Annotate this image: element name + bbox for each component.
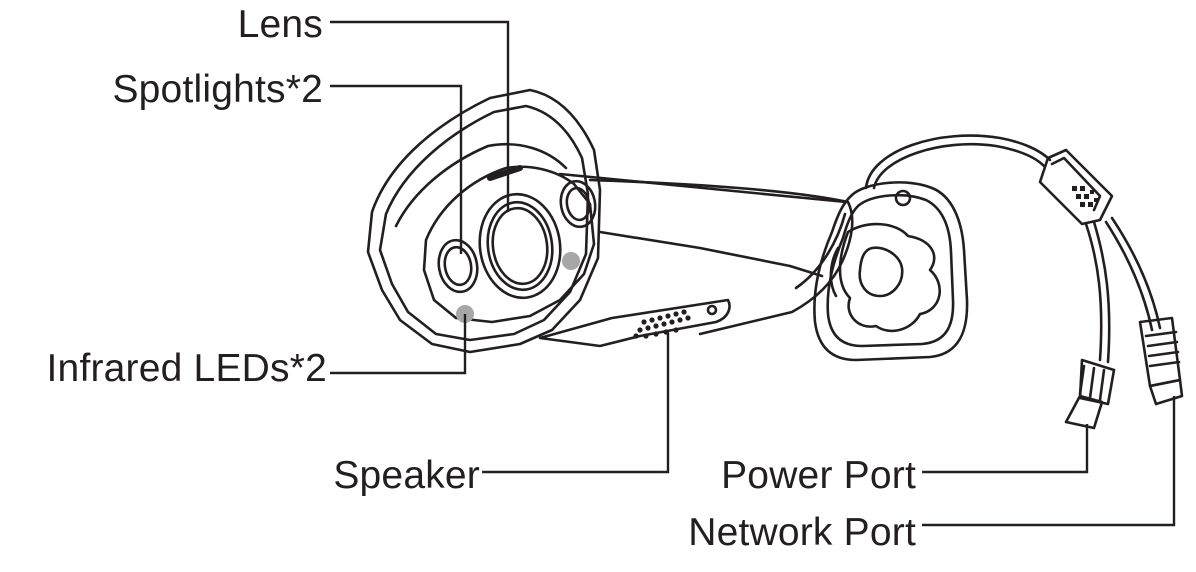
power-cable — [1084, 222, 1103, 362]
network-connector — [1138, 316, 1184, 406]
bracket-knob — [829, 222, 941, 333]
leader-line-spotlights — [330, 84, 463, 254]
label-spotlights: Spotlights*2 — [112, 68, 323, 111]
cable-splitter — [1038, 148, 1114, 226]
label-power-port: Power Port — [721, 454, 916, 497]
leader-line-infrared — [330, 314, 467, 375]
leader-line-power-port — [922, 424, 1089, 474]
power-connector — [1064, 358, 1116, 430]
label-infrared-leds: Infrared LEDs*2 — [47, 347, 327, 390]
leader-line-lens — [330, 20, 510, 212]
network-cable — [1104, 220, 1154, 332]
camera-body — [558, 172, 854, 336]
leader-line-speaker — [482, 332, 670, 474]
leader-line-network-port — [922, 396, 1176, 527]
spotlight-left — [437, 238, 479, 294]
front-panel — [422, 165, 596, 324]
speaker-grille — [633, 309, 691, 339]
mount-plate — [813, 181, 969, 362]
speaker-plate — [538, 298, 731, 348]
infrared-led-right — [562, 252, 580, 270]
label-lens: Lens — [238, 3, 323, 46]
camera-hood — [366, 88, 602, 354]
cable-arm — [864, 134, 1052, 190]
label-speaker: Speaker — [333, 454, 480, 497]
lens — [478, 192, 562, 300]
spotlight-right — [559, 179, 597, 229]
label-network-port: Network Port — [688, 511, 916, 554]
